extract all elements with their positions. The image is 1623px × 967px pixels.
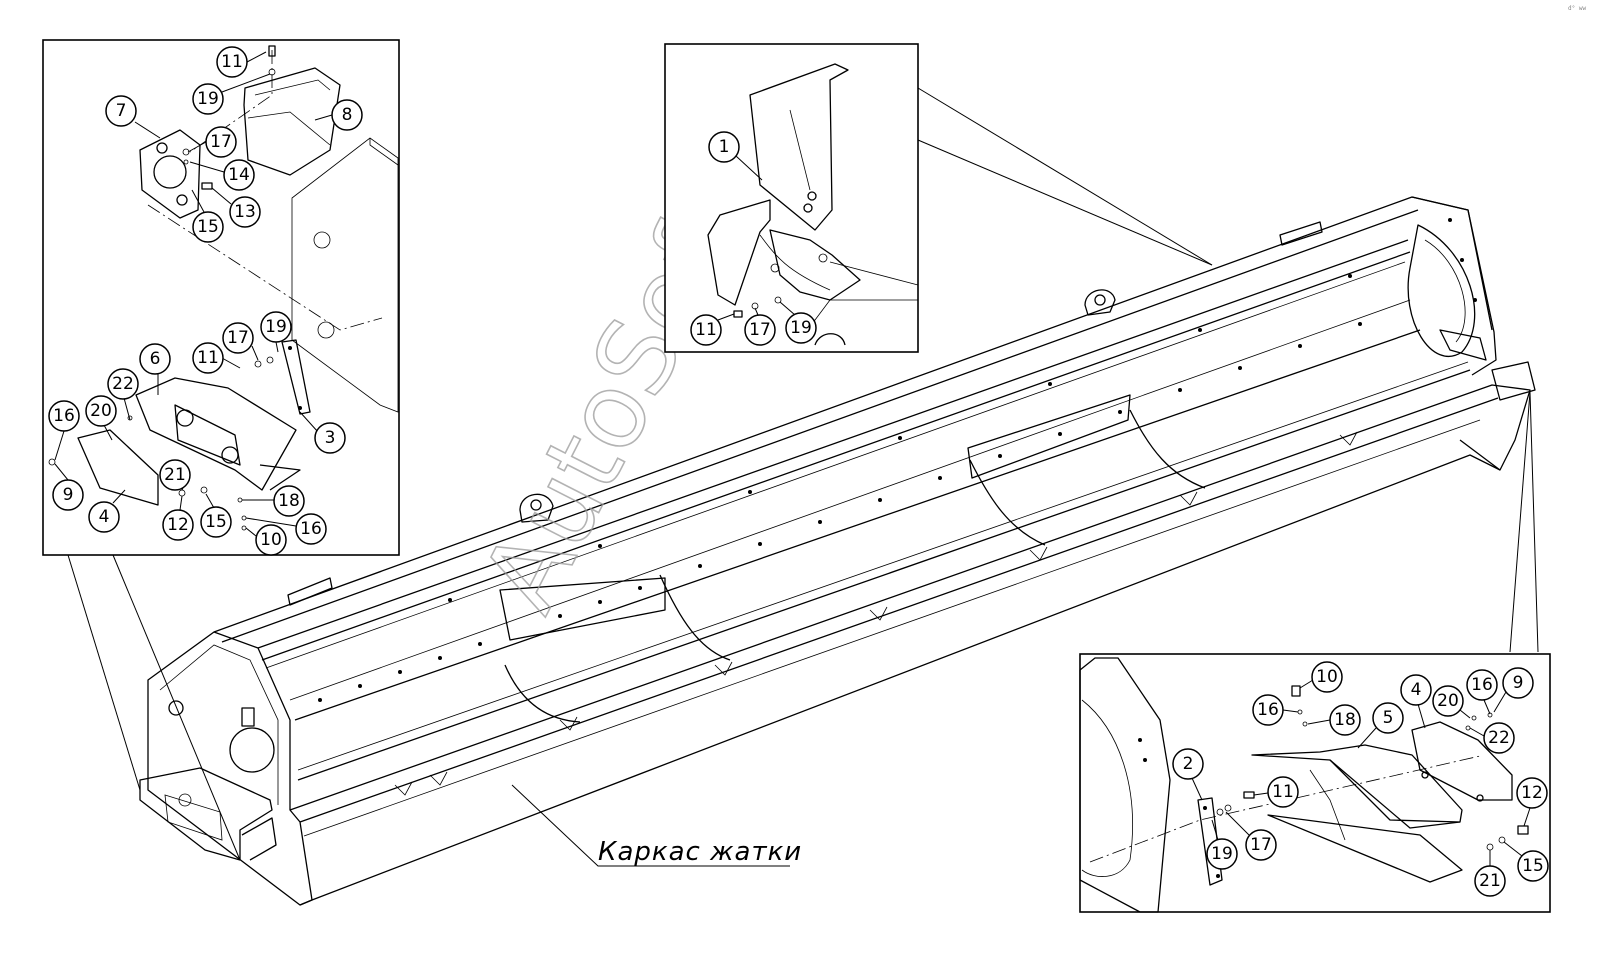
svg-text:16: 16 bbox=[1257, 700, 1279, 720]
callout-17b: 17 bbox=[222, 322, 254, 354]
svg-text:19: 19 bbox=[197, 89, 219, 109]
callout-19-right: 19 bbox=[1206, 838, 1238, 870]
callout-16b-right: 16 bbox=[1466, 669, 1498, 701]
svg-text:4: 4 bbox=[1411, 680, 1422, 700]
svg-text:12: 12 bbox=[1521, 783, 1543, 803]
callout-15: 15 bbox=[192, 211, 224, 243]
callout-18-right: 18 bbox=[1329, 704, 1361, 736]
svg-text:11: 11 bbox=[1272, 782, 1294, 802]
callout-8: 8 bbox=[331, 99, 363, 131]
callout-21: 21 bbox=[159, 459, 191, 491]
callout-10-right: 10 bbox=[1311, 661, 1343, 693]
callout-19b: 19 bbox=[260, 311, 292, 343]
callout-15-right: 15 bbox=[1517, 850, 1549, 882]
header-frame bbox=[139, 196, 1536, 906]
frame-rivets bbox=[318, 218, 1477, 702]
callout-20: 20 bbox=[85, 395, 117, 427]
svg-text:22: 22 bbox=[1488, 728, 1510, 748]
svg-text:17: 17 bbox=[210, 132, 232, 152]
svg-text:15: 15 bbox=[197, 217, 219, 237]
frame-caption: Каркас жатки bbox=[598, 837, 802, 867]
svg-text:17: 17 bbox=[227, 328, 249, 348]
svg-text:19: 19 bbox=[790, 318, 812, 338]
svg-text:3: 3 bbox=[325, 428, 336, 448]
svg-text:12: 12 bbox=[167, 515, 189, 535]
callout-17-right: 17 bbox=[1245, 829, 1277, 861]
callout-14: 14 bbox=[223, 159, 255, 191]
callout-20-right: 20 bbox=[1432, 685, 1464, 717]
detail-view-top-shield bbox=[664, 43, 919, 353]
callout-10: 10 bbox=[255, 524, 287, 556]
svg-text:17: 17 bbox=[1250, 835, 1272, 855]
callout-group-right: 10 16 18 5 4 20 16 9 22 2 11 12 19 17 21… bbox=[1172, 661, 1549, 897]
svg-text:10: 10 bbox=[260, 530, 282, 550]
svg-text:16: 16 bbox=[1471, 675, 1493, 695]
callout-group-middle: 1 11 17 19 bbox=[690, 131, 817, 346]
svg-text:7: 7 bbox=[116, 101, 127, 121]
callout-21-right: 21 bbox=[1474, 865, 1506, 897]
svg-text:11: 11 bbox=[695, 320, 717, 340]
callout-13: 13 bbox=[229, 196, 261, 228]
svg-text:9: 9 bbox=[63, 485, 74, 505]
svg-text:17: 17 bbox=[749, 320, 771, 340]
svg-text:1: 1 bbox=[719, 137, 730, 157]
svg-text:18: 18 bbox=[1334, 710, 1356, 730]
callout-16-right: 16 bbox=[1252, 694, 1284, 726]
svg-text:2: 2 bbox=[1183, 754, 1194, 774]
svg-text:15: 15 bbox=[205, 512, 227, 532]
callout-3: 3 bbox=[314, 422, 346, 454]
svg-text:5: 5 bbox=[1383, 708, 1394, 728]
callout-16: 16 bbox=[48, 400, 80, 432]
svg-text:15: 15 bbox=[1522, 856, 1544, 876]
callout-2: 2 bbox=[1172, 748, 1204, 780]
callout-11: 11 bbox=[216, 46, 248, 78]
callout-22: 22 bbox=[107, 368, 139, 400]
callout-17: 17 bbox=[205, 126, 237, 158]
svg-text:13: 13 bbox=[234, 202, 256, 222]
svg-text:19: 19 bbox=[1211, 844, 1233, 864]
callout-16b: 16 bbox=[295, 513, 327, 545]
svg-text:14: 14 bbox=[228, 165, 250, 185]
callout-12: 12 bbox=[162, 509, 194, 541]
svg-text:20: 20 bbox=[90, 401, 112, 421]
callout-17-mid: 17 bbox=[744, 314, 776, 346]
svg-text:21: 21 bbox=[1479, 871, 1501, 891]
svg-text:10: 10 bbox=[1316, 667, 1338, 687]
callout-11-right: 11 bbox=[1267, 776, 1299, 808]
callout-4: 4 bbox=[88, 501, 120, 533]
svg-text:4: 4 bbox=[99, 507, 110, 527]
callout-15b: 15 bbox=[200, 506, 232, 538]
svg-text:20: 20 bbox=[1437, 691, 1459, 711]
svg-text:6: 6 bbox=[150, 349, 161, 369]
callout-19: 19 bbox=[192, 83, 224, 115]
svg-text:22: 22 bbox=[112, 374, 134, 394]
callout-group-left: 11 19 7 8 17 14 13 15 6 11 17 19 22 20 1… bbox=[48, 46, 363, 556]
callout-1: 1 bbox=[708, 131, 740, 163]
callout-5: 5 bbox=[1372, 702, 1404, 734]
svg-text:19: 19 bbox=[265, 317, 287, 337]
callout-19-mid: 19 bbox=[785, 312, 817, 344]
callout-18: 18 bbox=[273, 485, 305, 517]
callout-12-right: 12 bbox=[1516, 777, 1548, 809]
callout-9-right: 9 bbox=[1502, 667, 1534, 699]
callout-4-right: 4 bbox=[1400, 674, 1432, 706]
svg-text:9: 9 bbox=[1513, 673, 1524, 693]
detail-leaders bbox=[67, 87, 1539, 867]
svg-text:11: 11 bbox=[221, 52, 243, 72]
callout-11-mid: 11 bbox=[690, 314, 722, 346]
callout-6: 6 bbox=[139, 343, 171, 375]
callout-11b: 11 bbox=[192, 342, 224, 374]
svg-text:16: 16 bbox=[300, 519, 322, 539]
svg-text:8: 8 bbox=[342, 105, 353, 125]
svg-text:18: 18 bbox=[278, 491, 300, 511]
callout-22-right: 22 bbox=[1483, 722, 1515, 754]
svg-text:11: 11 bbox=[197, 348, 219, 368]
corner-mark: d° ww bbox=[1568, 5, 1586, 12]
callout-9: 9 bbox=[52, 479, 84, 511]
callout-7: 7 bbox=[105, 95, 137, 127]
svg-text:16: 16 bbox=[53, 406, 75, 426]
svg-text:21: 21 bbox=[164, 465, 186, 485]
detail-view-right-drive bbox=[1079, 653, 1551, 913]
